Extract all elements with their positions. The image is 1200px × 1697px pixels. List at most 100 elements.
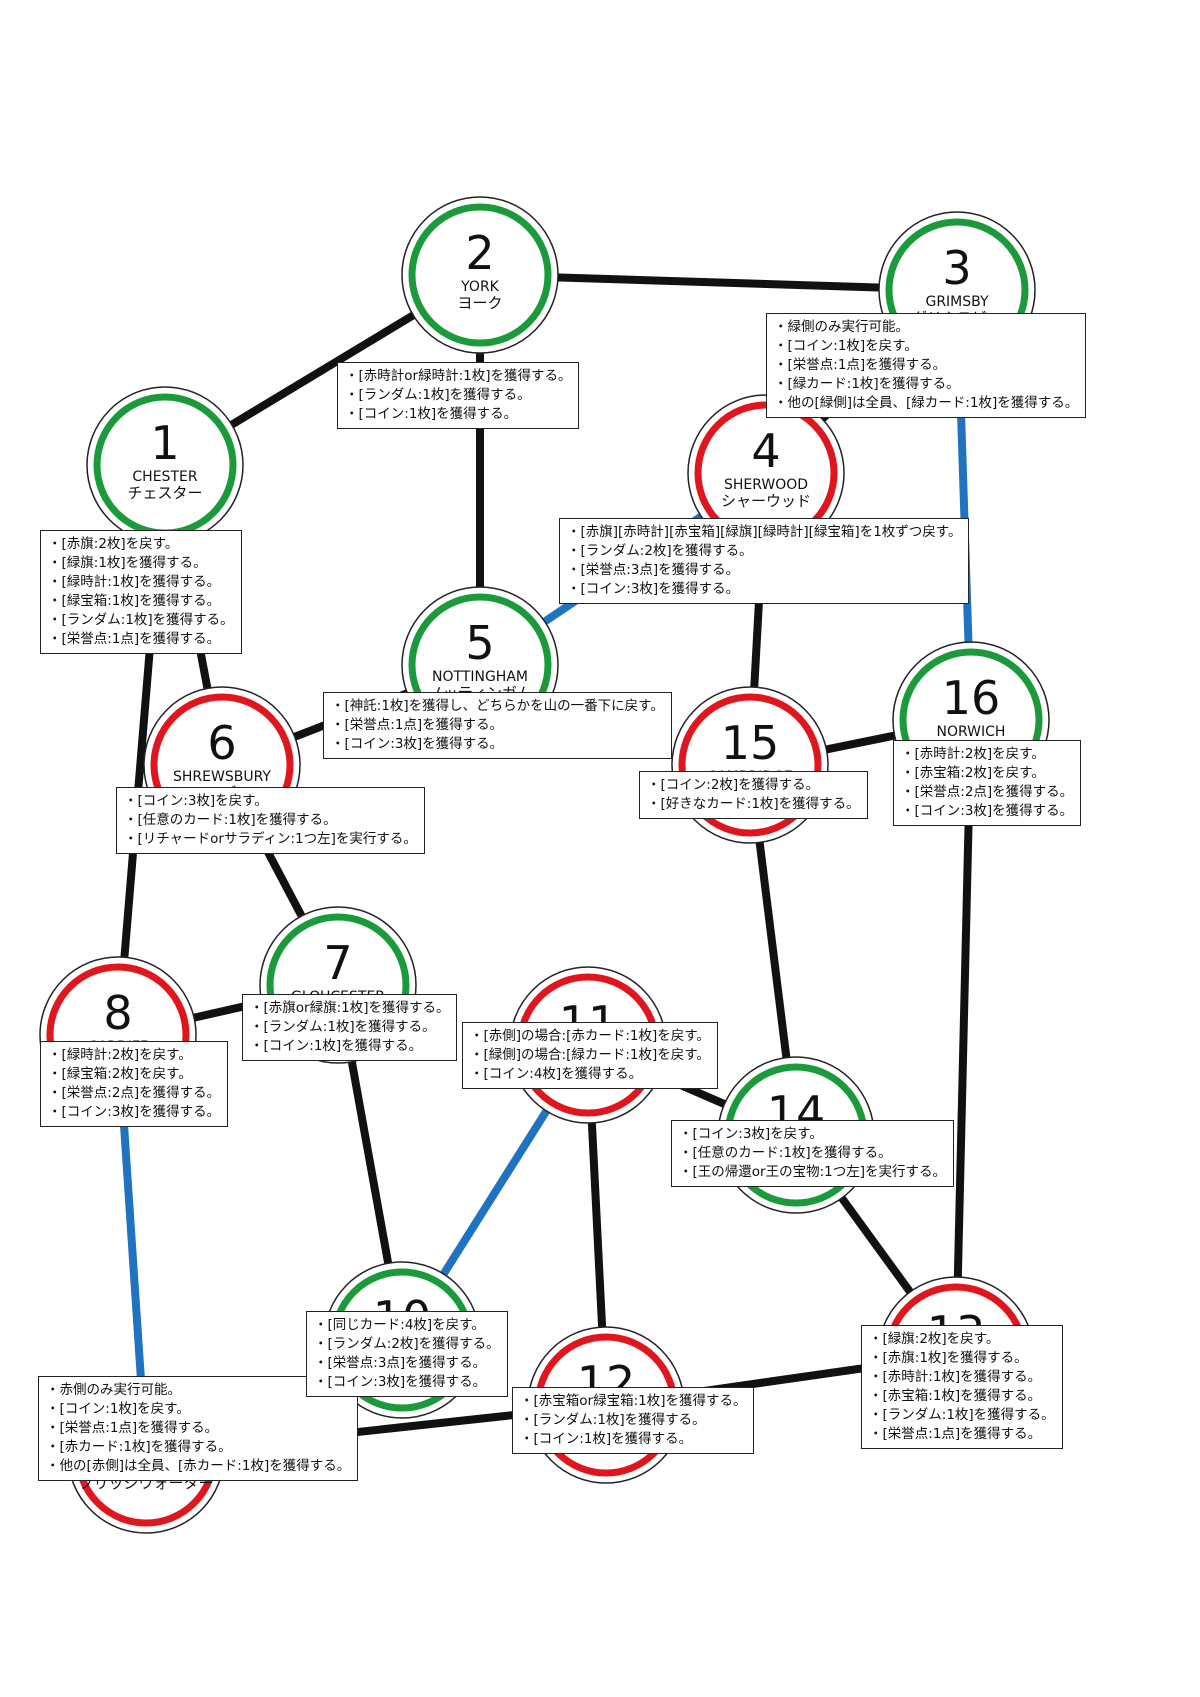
action-line: ・[ランダム:1枚]を獲得する。	[520, 1412, 706, 1428]
city-node-cambridge[interactable]: 15CAMBRIDGEケンブリッジ	[671, 686, 829, 844]
action-box-gloucester: ・[赤旗or緑旗:1枚]を獲得する。・[ランダム:1枚]を獲得する。・[コイン:…	[242, 994, 458, 1061]
action-line: ・[赤宝箱:2枚]を戻す。	[901, 765, 1045, 781]
action-line: ・[緑旗:2枚]を戻す。	[869, 1331, 1000, 1347]
node-outer-circle	[401, 196, 559, 354]
action-line: ・[赤時計:1枚]を獲得する。	[869, 1369, 1042, 1385]
action-box-oxford: ・[赤側]の場合:[赤カード:1枚]を戻す。・[緑側]の場合:[緑カード:1枚]…	[462, 1022, 718, 1089]
action-box-grimsby: ・緑側のみ実行可能。・[コイン:1枚]を戻す。・[栄誉点:1点]を獲得する。・[…	[766, 313, 1087, 418]
node-number: 16	[942, 671, 1001, 725]
action-line: ・[緑宝箱:2枚]を戻す。	[48, 1066, 192, 1082]
action-line: ・[コイン:1枚]を獲得する。	[345, 406, 518, 422]
node-japanese-name: チェスター	[127, 484, 202, 502]
action-line: ・[ランダム:1枚]を獲得する。	[869, 1407, 1055, 1423]
node-japanese-name: シャーウッド	[721, 492, 811, 510]
action-line: ・[栄誉点:3点]を獲得する。	[314, 1355, 487, 1371]
action-line: ・[ランダム:1枚]を獲得する。	[250, 1019, 436, 1035]
action-line: ・[ランダム:2枚]を獲得する。	[314, 1336, 500, 1352]
action-line: ・[緑時計:2枚]を戻す。	[48, 1047, 192, 1063]
node-number: 8	[103, 986, 132, 1040]
action-line: ・[コイン:3枚]を獲得する。	[901, 803, 1074, 819]
action-line: ・他の[緑側]は全員、[緑カード:1枚]を獲得する。	[774, 395, 1079, 411]
action-line: ・他の[赤側]は全員、[赤カード:1枚]を獲得する。	[46, 1458, 351, 1474]
action-line: ・[ランダム:2枚]を獲得する。	[567, 543, 753, 559]
action-line: ・[コイン:3枚]を獲得する。	[314, 1374, 487, 1390]
action-line: ・[赤宝箱or緑宝箱:1枚]を獲得する。	[520, 1393, 747, 1409]
action-line: ・[コイン:3枚]を獲得する。	[331, 736, 504, 752]
action-box-chester: ・[赤旗:2枚]を戻す。・[緑旗:1枚]を獲得する。・[緑時計:1枚]を獲得する…	[40, 530, 242, 654]
node-number: 5	[465, 616, 494, 670]
action-line: ・[緑宝箱:1枚]を獲得する。	[48, 593, 221, 609]
action-line: ・[赤旗][赤時計][赤宝箱][緑旗][緑時計][緑宝箱]を1枚ずつ戻す。	[567, 524, 962, 540]
action-line: ・[コイン:3枚]を獲得する。	[48, 1104, 221, 1120]
route-black-2-3	[479, 271, 958, 294]
action-line: ・[王の帰還or王の宝物:1つ左]を実行する。	[679, 1164, 946, 1180]
action-box-york: ・[赤時計or緑時計:1枚]を獲得する。・[ランダム:1枚]を獲得する。・[コイ…	[337, 362, 580, 429]
action-line: ・緑側のみ実行可能。	[774, 319, 909, 335]
node-number: 7	[323, 936, 352, 990]
action-line: ・[コイン:3枚]を獲得する。	[567, 581, 740, 597]
action-box-bridgwater: ・赤側のみ実行可能。・[コイン:1枚]を戻す。・[栄誉点:1点]を獲得する。・[…	[38, 1376, 359, 1481]
action-line: ・[ランダム:1枚]を獲得する。	[345, 387, 531, 403]
action-line: ・[リチャードorサラディン:1つ左]を実行する。	[124, 831, 417, 847]
action-line: ・[コイン:1枚]を獲得する。	[520, 1431, 693, 1447]
action-line: ・[赤宝箱:1枚]を獲得する。	[869, 1388, 1042, 1404]
node-number: 1	[150, 416, 179, 470]
node-ring-green	[408, 203, 552, 347]
node-english-name: CHESTER	[132, 469, 197, 485]
action-line: ・[緑カード:1枚]を獲得する。	[774, 376, 960, 392]
action-line: ・[神託:1枚]を獲得し、どちらかを山の一番下に戻す。	[331, 698, 664, 714]
action-line: ・[栄誉点:2点]を獲得する。	[901, 784, 1074, 800]
node-japanese-name: ヨーク	[457, 294, 502, 312]
action-box-shrewsbury: ・[コイン:3枚]を戻す。・[任意のカード:1枚]を獲得する。・[リチャードor…	[116, 787, 425, 854]
action-line: ・[コイン:1枚]を獲得する。	[250, 1038, 423, 1054]
action-box-sherwood: ・[赤旗][赤時計][赤宝箱][緑旗][緑時計][緑宝箱]を1枚ずつ戻す。・[ラ…	[559, 518, 970, 604]
action-box-cardiff: ・[緑時計:2枚]を戻す。・[緑宝箱:2枚]を戻す。・[栄誉点:2点]を獲得する…	[40, 1041, 229, 1127]
action-line: ・[緑時計:1枚]を獲得する。	[48, 574, 221, 590]
routes-layer	[114, 271, 975, 1459]
action-box-norwich: ・[赤時計:2枚]を戻す。・[赤宝箱:2枚]を戻す。・[栄誉点:2点]を獲得する…	[893, 740, 1082, 826]
action-line: ・[同じカード:4枚]を戻す。	[314, 1317, 485, 1333]
action-line: ・[赤旗:2枚]を戻す。	[48, 536, 179, 552]
node-english-name: GRIMSBY	[925, 294, 989, 310]
action-line: ・[栄誉点:1点]を獲得する。	[46, 1420, 219, 1436]
action-line: ・[赤旗or緑旗:1枚]を獲得する。	[250, 1000, 450, 1016]
action-line: ・[栄誉点:1点]を獲得する。	[869, 1426, 1042, 1442]
action-box-bristol: ・[同じカード:4枚]を戻す。・[ランダム:2枚]を獲得する。・[栄誉点:3点]…	[306, 1311, 508, 1397]
action-line: ・[緑旗:1枚]を獲得する。	[48, 555, 207, 571]
action-line: ・[コイン:3枚]を戻す。	[124, 793, 268, 809]
action-line: ・[好きなカード:1枚]を獲得する。	[647, 796, 860, 812]
node-english-name: YORK	[460, 279, 500, 295]
action-line: ・[コイン:1枚]を戻す。	[774, 338, 918, 354]
action-line: ・[赤カード:1枚]を獲得する。	[46, 1439, 232, 1455]
action-box-canterbury: ・[緑旗:2枚]を戻す。・[赤旗:1枚]を獲得する。・[赤時計:1枚]を獲得する…	[861, 1325, 1063, 1449]
node-number: 2	[465, 226, 494, 280]
node-english-name: SHREWSBURY	[173, 769, 271, 785]
action-line: ・[コイン:2枚]を獲得する。	[647, 777, 820, 793]
action-line: ・[コイン:1枚]を戻す。	[46, 1401, 190, 1417]
action-line: ・[栄誉点:2点]を獲得する。	[48, 1085, 221, 1101]
node-english-name: SHERWOOD	[724, 477, 808, 493]
node-number: 15	[721, 716, 780, 770]
action-box-salisbury: ・[赤宝箱or緑宝箱:1枚]を獲得する。・[ランダム:1枚]を獲得する。・[コイ…	[512, 1387, 755, 1454]
action-line: ・[赤旗:1枚]を獲得する。	[869, 1350, 1028, 1366]
action-line: ・[栄誉点:3点]を獲得する。	[567, 562, 740, 578]
node-english-name: NOTTINGHAM	[432, 669, 528, 685]
action-box-cambridge: ・[コイン:2枚]を獲得する。・[好きなカード:1枚]を獲得する。	[639, 771, 868, 819]
action-line: ・[栄誉点:1点]を獲得する。	[331, 717, 504, 733]
node-number: 6	[207, 716, 236, 770]
action-line: ・[コイン:3枚]を戻す。	[679, 1126, 823, 1142]
action-line: ・[栄誉点:1点]を獲得する。	[774, 357, 947, 373]
action-line: ・[任意のカード:1枚]を獲得する。	[679, 1145, 892, 1161]
action-line: ・赤側のみ実行可能。	[46, 1382, 181, 1398]
node-number: 4	[751, 424, 780, 478]
node-number: 3	[942, 241, 971, 295]
action-line: ・[ランダム:1枚]を獲得する。	[48, 612, 234, 628]
node-ring-red	[678, 693, 822, 837]
action-line: ・[緑側]の場合:[緑カード:1枚]を戻す。	[470, 1047, 710, 1063]
action-box-london: ・[コイン:3枚]を戻す。・[任意のカード:1枚]を獲得する。・[王の帰還or王…	[671, 1120, 954, 1187]
action-line: ・[栄誉点:1点]を獲得する。	[48, 631, 221, 647]
action-line: ・[コイン:4枚]を獲得する。	[470, 1066, 643, 1082]
action-line: ・[赤側]の場合:[赤カード:1枚]を戻す。	[470, 1028, 710, 1044]
